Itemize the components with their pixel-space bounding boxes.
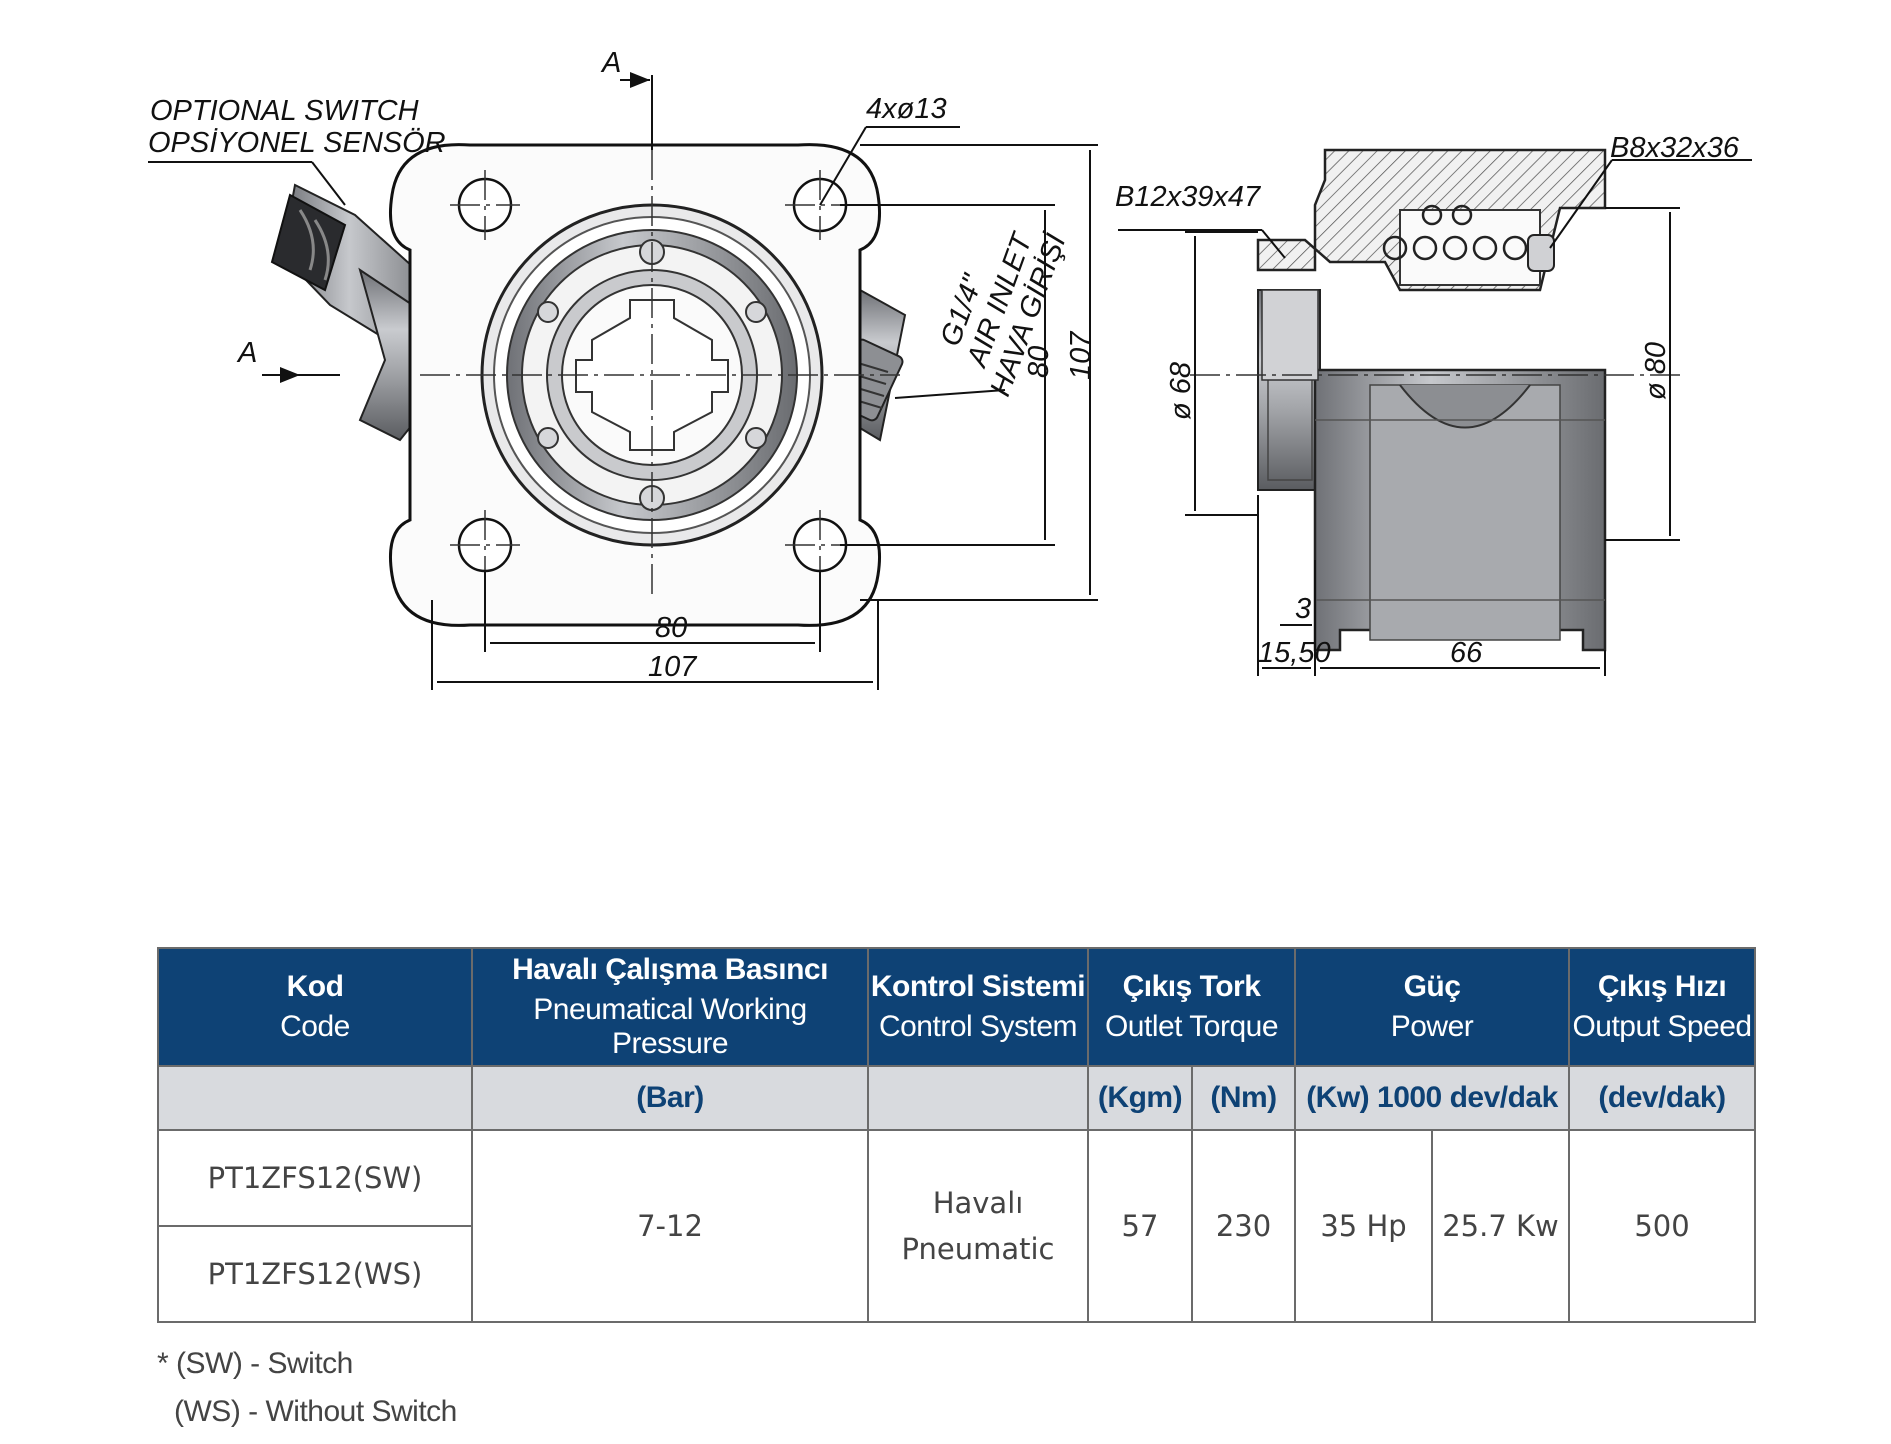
note-without-switch: (WS) - Without Switch: [174, 1395, 457, 1428]
code-ws: PT1ZFS12(WS): [157, 1225, 473, 1323]
switch-label-tr: OPSİYONEL SENSÖR: [148, 127, 446, 159]
unit-speed: (dev/dak): [1568, 1065, 1757, 1131]
unit-power: (Kw) 1000 dev/dak: [1293, 1065, 1571, 1131]
unit-torque-nm: (Nm): [1191, 1065, 1296, 1131]
unit-code: [157, 1065, 473, 1131]
dim-hole-spacing-v: 80: [1023, 346, 1055, 378]
unit-torque-kgm: (Kgm): [1087, 1065, 1193, 1131]
section-marker-left: A: [236, 337, 257, 369]
section-marker-top: A: [600, 47, 621, 79]
dim-hole-spacing-h: 80: [655, 612, 687, 644]
table-row: PT1ZFS12(WS): [157, 1225, 1755, 1323]
value-control-tr: Havalı: [932, 1186, 1024, 1220]
dim-gap: 3: [1295, 593, 1311, 625]
section-view: ø 68 ø 80 B12x39x47 B8x32x36 3 15,50 66: [1115, 132, 1752, 676]
dim-bore-outer: ø 80: [1640, 342, 1672, 400]
dim-flange-width-h: 107: [648, 651, 698, 683]
bearing-2-label: B8x32x36: [1610, 132, 1740, 164]
dim-flange-width-v: 107: [1065, 330, 1097, 380]
value-control-en: Pneumatic: [901, 1232, 1055, 1266]
dim-length: 66: [1450, 637, 1483, 669]
code-sw: PT1ZFS12(SW): [157, 1129, 473, 1227]
dim-offset: 15,50: [1258, 637, 1331, 669]
note-switch: * (SW) - Switch: [157, 1347, 353, 1380]
value-torque-nm: 230: [1191, 1129, 1296, 1323]
table-row: PT1ZFS12(SW) 7-12 Havalı Pneumatic 57 23…: [157, 1129, 1757, 1323]
unit-control: [867, 1065, 1089, 1131]
unit-pressure: (Bar): [471, 1065, 869, 1131]
front-view: A A OPTIONAL SWITCH OPSİYONEL SENSÖR 4xø…: [148, 47, 1098, 690]
value-speed: 500: [1568, 1129, 1757, 1323]
dim-bore-inner: ø 68: [1165, 362, 1197, 420]
value-power-hp: 35 Hp: [1294, 1129, 1433, 1323]
table-units-row: (Bar) (Kgm) (Nm) (Kw) 1000 dev/dak (dev/…: [157, 1065, 1757, 1131]
value-pressure: 7-12: [471, 1129, 869, 1323]
value-control: Havalı Pneumatic: [867, 1129, 1089, 1323]
value-power-kw: 25.7 Kw: [1430, 1129, 1571, 1323]
footnotes: * (SW) - Switch (WS) - Without Switch: [157, 1340, 457, 1436]
value-torque-kgm: 57: [1087, 1129, 1193, 1323]
bearing-1-label: B12x39x47: [1115, 181, 1262, 213]
switch-label-en: OPTIONAL SWITCH: [150, 95, 419, 127]
technical-drawing: A A OPTIONAL SWITCH OPSİYONEL SENSÖR 4xø…: [148, 47, 1752, 690]
holes-label: 4xø13: [866, 93, 947, 125]
